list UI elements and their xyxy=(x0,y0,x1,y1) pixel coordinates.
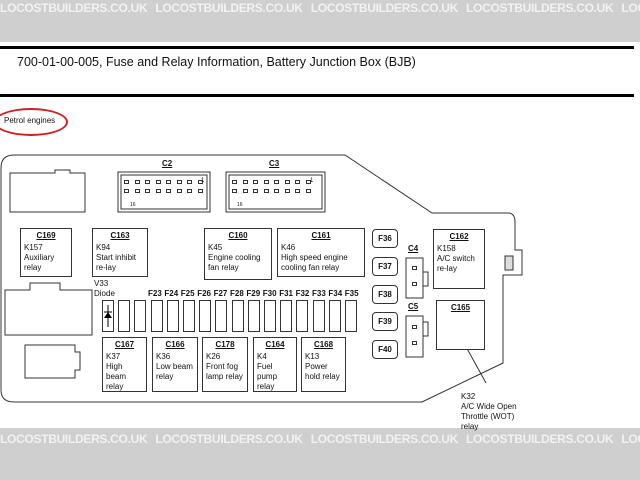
connector-pin xyxy=(253,180,258,184)
fuse-slot xyxy=(150,300,163,332)
pin-16-label: 16 xyxy=(237,202,243,208)
connector-pin xyxy=(263,180,269,184)
connector-pin xyxy=(253,189,258,193)
connector-pin xyxy=(197,180,203,184)
connector-pin xyxy=(166,189,171,193)
fuse-slot xyxy=(166,300,179,332)
connector-pin xyxy=(232,189,237,193)
connector-pin xyxy=(176,180,182,184)
relay-c165: C165 xyxy=(436,300,485,350)
fuse-label: F31 xyxy=(279,289,293,298)
fuse-slot xyxy=(345,300,357,332)
fuse-f38: F38 xyxy=(372,284,398,304)
connector-pin xyxy=(412,341,417,345)
pin-16-label: 16 xyxy=(130,202,136,208)
connector-pin xyxy=(187,189,192,193)
connector-pin xyxy=(155,180,161,184)
connector-pin xyxy=(197,189,203,193)
relay-k32-desc: A/C Wide Open Throttle (WOT) relay xyxy=(461,402,517,431)
fuse-slot xyxy=(328,300,341,332)
connector-pin xyxy=(274,189,279,193)
connector-pin xyxy=(145,189,150,193)
connector-pin xyxy=(166,180,171,184)
connector-pin xyxy=(412,325,417,329)
fuse-label: F32 xyxy=(295,289,310,298)
connector-c4-label: C4 xyxy=(408,244,419,253)
fuse-label: F34 xyxy=(328,289,343,298)
pin-1-label: 1 xyxy=(310,178,314,184)
fuse-slot xyxy=(312,300,325,332)
connector-pin xyxy=(176,189,182,193)
fuse-label: F28 xyxy=(230,289,244,298)
fuse-slot xyxy=(280,300,293,332)
connector-pin xyxy=(124,189,129,193)
connector-pin xyxy=(412,266,417,270)
page-title: 700-01-00-005, Fuse and Relay Informatio… xyxy=(17,55,416,69)
fuse-slot xyxy=(199,300,212,332)
connector-pin xyxy=(124,180,129,184)
connector-c3-label: C3 xyxy=(269,159,280,168)
connector-pin xyxy=(242,180,248,184)
connector-pin xyxy=(284,189,290,193)
fuse-label: F30 xyxy=(262,289,277,298)
connector-pin xyxy=(295,189,300,193)
fuse-label: F27 xyxy=(213,289,228,298)
connector-pin xyxy=(155,189,161,193)
connector-c2-label: C2 xyxy=(162,159,173,168)
fuse-f37: F37 xyxy=(372,256,398,276)
connector-pin xyxy=(305,189,311,193)
fuse-label: F29 xyxy=(246,289,261,298)
relay-k32-id: K32 xyxy=(461,392,476,401)
bottom-rule xyxy=(0,94,634,97)
fuse-label: F33 xyxy=(312,289,326,298)
fuse-slot xyxy=(215,300,228,332)
connector-pin xyxy=(284,180,290,184)
connector-pin xyxy=(412,282,417,286)
connector-pin xyxy=(134,180,140,184)
petrol-engines-callout: Petrol engines xyxy=(0,108,68,136)
fuse-slot xyxy=(231,300,244,332)
connector-pin xyxy=(263,189,269,193)
fuse-slot xyxy=(183,300,195,332)
fuse-label: F26 xyxy=(197,289,211,298)
top-rule xyxy=(0,46,634,49)
connector-pin xyxy=(232,180,237,184)
diode-slot xyxy=(102,300,114,332)
connector-pin xyxy=(305,180,311,184)
fuse-f36: F36 xyxy=(372,229,398,248)
connector-pin xyxy=(274,180,279,184)
pin-1-label: 1 xyxy=(201,178,205,184)
fuse-f40: F40 xyxy=(372,340,398,360)
connector-pin xyxy=(187,180,192,184)
fuse-label: F35 xyxy=(344,289,359,298)
connector-pin xyxy=(242,189,248,193)
fuse-slot xyxy=(296,300,309,332)
fuse-label: F24 xyxy=(164,289,179,298)
connector-pin xyxy=(145,180,150,184)
fuse-slot xyxy=(134,300,147,332)
connector-pin xyxy=(134,189,140,193)
connector-c5-label: C5 xyxy=(408,302,419,311)
fuse-label: F23 xyxy=(148,289,162,298)
fuse-slot xyxy=(118,300,131,332)
fuse-f39: F39 xyxy=(372,312,398,332)
fuse-slot xyxy=(247,300,260,332)
fuse-label: F25 xyxy=(180,289,195,298)
fuse-slot xyxy=(264,300,276,332)
diode-id: V33 xyxy=(94,279,109,288)
diode-desc: Diode xyxy=(94,289,115,298)
connector-pin xyxy=(295,180,300,184)
